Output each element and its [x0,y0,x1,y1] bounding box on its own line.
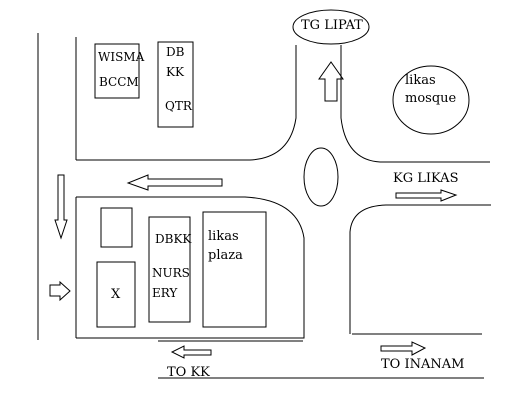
arrow-east-to-kg-likas [395,189,458,202]
kg-likas-label: KG LIKAS [393,171,459,186]
tg-lipat-oval [292,9,370,45]
buildings [94,41,267,328]
nursery-label-line3: ERY [152,286,178,300]
mosque-oval [392,65,470,135]
dbkk-nursery-building [148,216,191,323]
mosque-label-line1: likas [405,73,436,88]
nursery-label-line1: DBKK [155,232,192,246]
x-building [96,261,136,328]
dbkk-qtr-label-line3: QTR [165,99,192,113]
wisma-label-line1: WISMA [98,50,145,64]
arrow-south-left-road [54,174,68,240]
roundabout [303,147,339,207]
plaza-label-line2: plaza [208,248,243,263]
lower-road-edge-to-roundabout [76,196,305,339]
north-road-east-edge [340,45,490,163]
x-marker-label: X [111,287,121,302]
arrow-north-to-tg-lipat [318,61,344,102]
dbkk-qtr-label-line2: KK [166,65,184,79]
direction-arrows [49,61,458,359]
wisma-bccm-building [94,43,140,99]
to-inanam-label: TO INANAM [381,357,465,372]
arrow-east-left-edge [49,280,71,302]
small-building [100,207,133,248]
dbkk-qtr-building [157,41,194,128]
nursery-label-line2: NURS [152,266,190,280]
plaza-label-line1: likas [208,229,239,244]
mosque-label-line2: mosque [405,91,457,106]
likas-plaza-building [202,211,267,328]
wisma-label-line2: BCCM [99,75,139,89]
arrow-east-to-inanam [380,341,427,356]
dbkk-qtr-label-line1: DB [166,45,185,59]
east-road-south-edge [349,204,491,334]
arrow-west-to-kk [170,345,212,359]
to-kk-label: TO KK [167,365,210,380]
tg-lipat-label: TG LIPAT [301,18,363,33]
arrow-west-upper-road [126,174,223,191]
upper-road-edge-to-roundabout [76,45,297,161]
roads [37,33,491,379]
